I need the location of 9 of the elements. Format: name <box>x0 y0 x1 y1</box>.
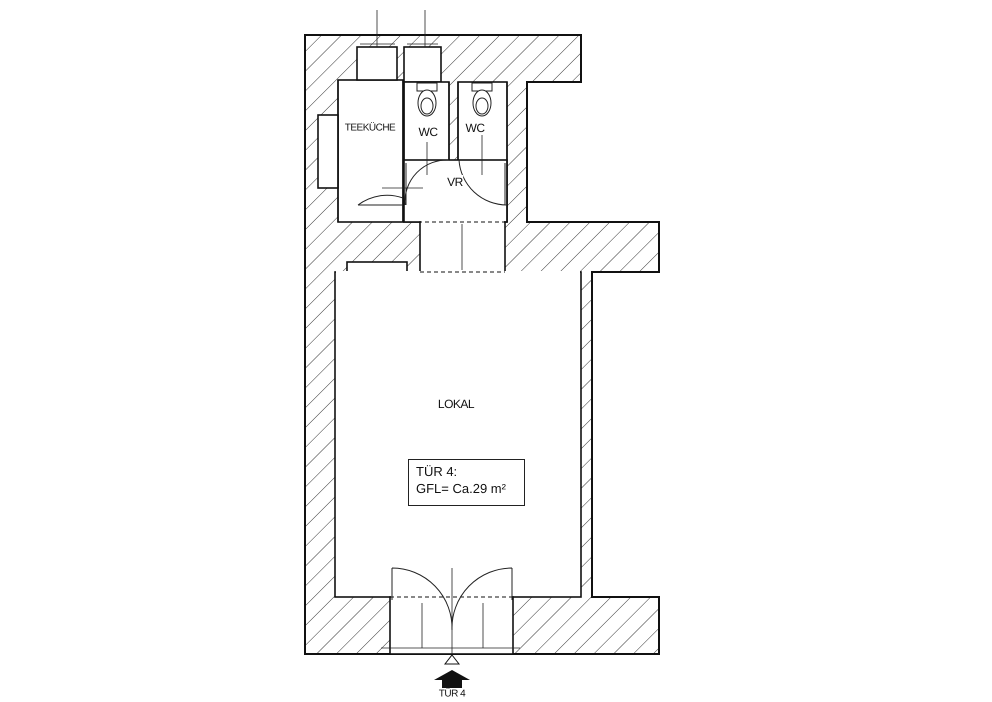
room-label: TEEKÜCHE <box>344 122 396 134</box>
room-label: LOKAL <box>438 397 474 411</box>
area-info-text: GFL= Ca.29 m² <box>416 480 507 497</box>
room-label: WC <box>418 125 438 139</box>
room-label: VR <box>447 175 463 189</box>
area-info-box <box>408 459 525 506</box>
area-info-text: TÜR 4: <box>416 463 458 480</box>
room-label: WC <box>466 121 484 135</box>
room-label: TÜR 4 <box>438 688 466 700</box>
